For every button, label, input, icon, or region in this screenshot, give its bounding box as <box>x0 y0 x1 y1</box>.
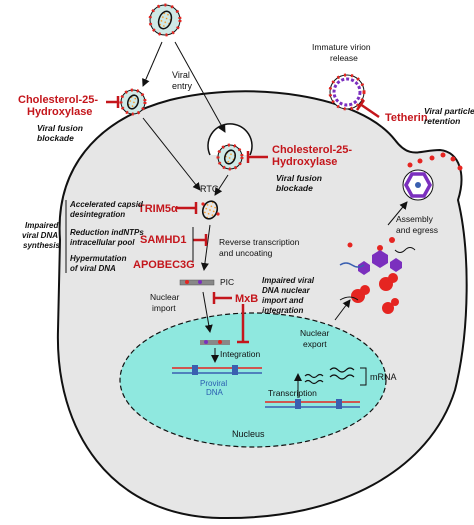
labels: Viral entry Cholesterol-25- Hydroxylase … <box>18 42 474 439</box>
rtc-complex <box>201 200 220 220</box>
dntp-label-2: intracellular pool <box>70 238 135 247</box>
viral-entry-label: Viral <box>172 70 190 80</box>
pic-complex <box>179 279 215 286</box>
pic-label: PIC <box>220 277 234 287</box>
mxb-label: MxB <box>235 293 258 305</box>
ch25h-left-label: Cholesterol-25- <box>18 94 98 106</box>
inhibition-marks <box>106 96 380 344</box>
mature-virion <box>402 169 434 201</box>
flow-arrows <box>142 41 408 398</box>
samhd1-label: SAMHD1 <box>140 234 186 246</box>
nuclear-export-label-2: export <box>303 339 327 349</box>
nucleus <box>119 312 387 448</box>
mrna-bracket <box>360 367 367 386</box>
tetherin-label: Tetherin <box>385 112 428 124</box>
proviral-label-2: DNA <box>206 388 224 397</box>
immature-label: Immature virion <box>312 42 371 52</box>
nucleus-label: Nucleus <box>232 429 265 439</box>
impaired-import-label-2: DNA nuclear <box>262 286 311 295</box>
apobec3g-label: APOBEC3G <box>133 259 195 271</box>
immature-virion <box>328 73 366 111</box>
ribosomes <box>351 273 399 314</box>
mrna-strands <box>304 367 355 385</box>
impaired-import-label: Impaired viral <box>262 276 315 285</box>
impaired-import-label-3: import and <box>262 296 304 305</box>
fusion-left-label: Viral fusion <box>37 123 83 133</box>
immature-label-2: release <box>330 53 358 63</box>
nuclear-import-label: Nuclear <box>150 292 179 302</box>
proviral-dna <box>172 365 262 375</box>
fusion-mid-label: Viral fusion <box>276 173 322 183</box>
bracket-lines <box>65 200 194 273</box>
dntp-label: Reduction indNTPs <box>70 228 144 237</box>
ch25h-left-label-2: Hydroxylase <box>27 106 92 118</box>
assembly-label-2: and egress <box>396 225 438 235</box>
viral-entry-label-2: entry <box>172 81 193 91</box>
rt-label-2: and uncoating <box>219 248 273 258</box>
capsid-label-2: desintegration <box>70 210 125 219</box>
trim5a-label: TRIM5α <box>138 203 178 215</box>
retention-label: Viral particle <box>424 106 474 116</box>
assembly-label: Assembly <box>396 214 434 224</box>
impaired-dna-label-3: synthesis <box>23 241 60 250</box>
hyper-label-2: of viral DNA <box>70 264 116 273</box>
nuclear-export-label: Nuclear <box>300 328 329 338</box>
retention-label-2: retention <box>424 116 460 126</box>
impaired-import-label-4: integration <box>262 306 303 315</box>
ch25h-mid-label: Cholesterol-25- <box>272 144 352 156</box>
capsid-label: Accelerated capsid <box>69 200 144 209</box>
impaired-dna-label: Impaired <box>25 221 59 230</box>
proviral-label: Proviral <box>200 379 227 388</box>
nuclear-import-label-2: import <box>152 303 176 313</box>
integration-label: Integration <box>220 349 260 359</box>
ch25h-mid-label-2: Hydroxylase <box>272 156 337 168</box>
mrna-label: mRNA <box>370 372 397 382</box>
rtc-label: RTC <box>200 184 219 194</box>
rt-label: Reverse transcription <box>219 237 300 247</box>
impaired-dna-label-2: viral DNA <box>22 231 58 240</box>
assembly-components <box>339 237 416 275</box>
hyper-label: Hypermutation <box>70 254 127 263</box>
integrating-dna <box>200 340 230 345</box>
transcribed-dna <box>265 399 360 409</box>
fusion-left-label-2: blockade <box>37 133 74 143</box>
membrane-envelope-proteins <box>407 152 463 171</box>
fusion-mid-label-2: blockade <box>276 183 313 193</box>
transcription-label: Transcription <box>268 388 317 398</box>
virion-fusion-left <box>119 88 147 116</box>
virion-top <box>148 3 182 37</box>
